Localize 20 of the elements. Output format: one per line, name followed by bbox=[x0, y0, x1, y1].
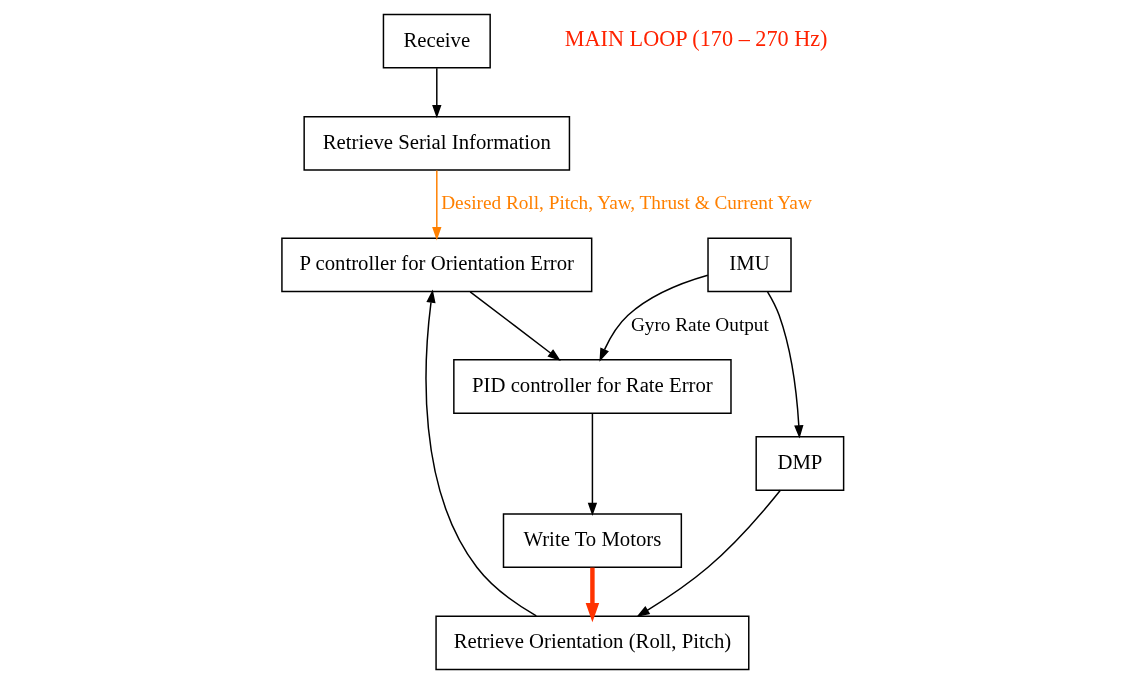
arrow bbox=[425, 289, 538, 617]
node-box: DMP bbox=[755, 436, 845, 491]
arrow bbox=[636, 489, 782, 618]
arrow bbox=[432, 67, 442, 119]
node-box: Receive bbox=[382, 13, 491, 69]
edge-label: Gyro Rate Output bbox=[630, 313, 769, 335]
arrow bbox=[599, 274, 709, 362]
arrow bbox=[469, 291, 561, 361]
node-box: PID controller for Rate Error bbox=[453, 359, 732, 414]
arrow bbox=[766, 291, 804, 439]
node-box: P controller for Orientation Error bbox=[281, 237, 593, 293]
label: MAIN LOOP (170 – 270 Hz) bbox=[564, 26, 828, 52]
arrow bbox=[432, 169, 442, 241]
arrow bbox=[585, 567, 600, 623]
edge-label: Desired Roll, Pitch, Yaw, Thrust & Current Yaw bbox=[441, 192, 812, 214]
arrow bbox=[587, 412, 598, 517]
node-box: Write To Motors bbox=[502, 513, 683, 568]
node-box: IMU bbox=[707, 237, 792, 293]
node-box: Retrieve Orientation (Roll, Pitch) bbox=[435, 615, 750, 671]
node-box: Retrieve Serial Information bbox=[303, 116, 571, 171]
